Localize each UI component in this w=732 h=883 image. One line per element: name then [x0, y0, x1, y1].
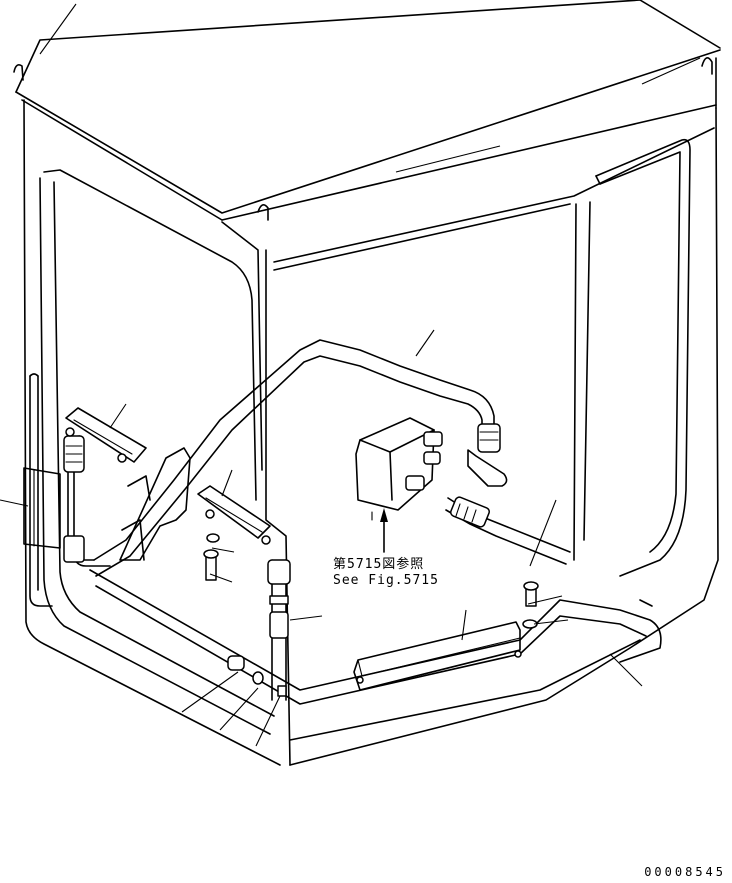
reference-arrow: [380, 508, 388, 553]
pedal-bracket: [119, 447, 191, 561]
reference-note-english: See Fig.5715: [333, 573, 439, 588]
cab-body-outline: [23, 99, 719, 766]
pillar-hose: [267, 559, 291, 701]
hose-fitting-left: [63, 435, 85, 563]
reference-note-japanese: 第5715図参照: [333, 557, 425, 572]
leader-lines: [0, 3, 701, 747]
floor-hose: [445, 496, 571, 565]
rear-window: [595, 138, 691, 577]
grab-bar-left: [65, 407, 147, 463]
hose-coupling-right: [467, 423, 508, 487]
hinge-bracket: [23, 467, 61, 549]
side-grab-handle: [29, 373, 53, 607]
valve-block: [355, 417, 443, 521]
cover-plate: [353, 621, 522, 691]
grab-bar-center: [197, 485, 271, 545]
document-number: 00008545: [644, 865, 726, 879]
bolt-washer-set: [203, 533, 539, 697]
floor-rails: [89, 569, 662, 705]
cab-roof: [13, 0, 721, 221]
